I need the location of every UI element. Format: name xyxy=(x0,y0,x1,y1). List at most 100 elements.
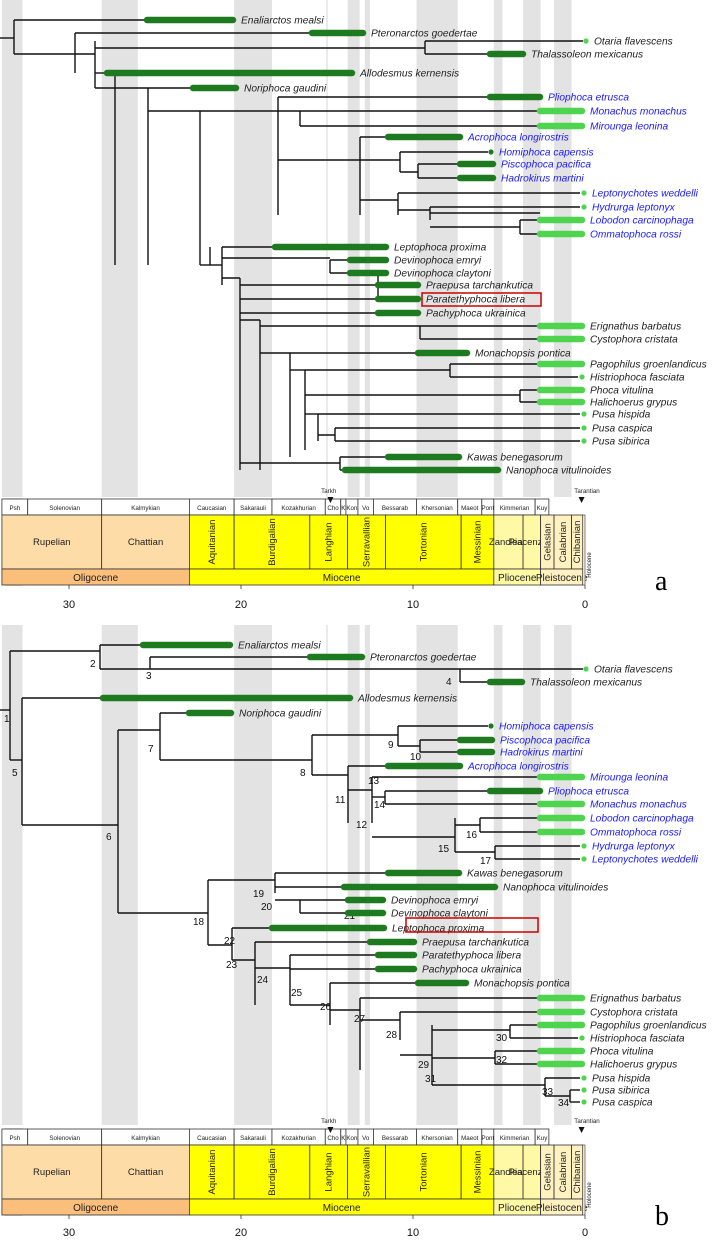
stage-cell xyxy=(385,514,462,570)
taxon-label: Leptophoca proxima xyxy=(394,243,487,254)
taxon-label: Mirounga leonina xyxy=(590,122,668,133)
taxon-label: Pliophoca etrusca xyxy=(548,93,629,104)
range-bar xyxy=(581,1075,587,1081)
taxon-label: Halichoerus grypus xyxy=(590,1060,677,1071)
taxon-label: Nanophoca vitulinoides xyxy=(503,883,608,894)
taxon-label: Otaria flavescens xyxy=(594,37,673,48)
node-number: 33 xyxy=(542,1087,554,1098)
taxon-label: Hadrokirus martini xyxy=(500,748,583,759)
taxon-label: Monachus monachus xyxy=(590,800,687,811)
node-number: 10 xyxy=(410,752,422,763)
node-number: 21 xyxy=(344,911,356,922)
tarkh-label: Tarkh xyxy=(321,1118,337,1125)
holocene-label: Holocene xyxy=(587,552,593,578)
regional-stage-label: Sakarauli xyxy=(240,505,266,512)
node-number: 28 xyxy=(386,1030,398,1041)
stage-label: Rupelian xyxy=(33,537,71,548)
range-bar xyxy=(579,374,585,380)
tarkh-label: Tarkh xyxy=(321,488,337,495)
tree-panel-1 xyxy=(0,644,583,1103)
grid-band xyxy=(523,625,541,1125)
grid-band xyxy=(554,0,572,497)
taxon-label: Pagophilus groenlandicus xyxy=(590,1021,707,1032)
regional-stage-label: Solenovian xyxy=(49,505,80,512)
taxon-label: Erignathus barbatus xyxy=(590,994,681,1005)
node-number: 24 xyxy=(257,975,269,986)
node-number: 20 xyxy=(261,902,273,913)
node-number: 31 xyxy=(425,1074,437,1085)
taxon-label: Pteronarctos goedertae xyxy=(370,653,477,664)
taxon-label: Hydrurga leptonyx xyxy=(592,842,676,853)
stage-label: Serravallian xyxy=(362,517,373,567)
range-bar xyxy=(581,1087,587,1093)
taxon-label: Piscophoca pacifica xyxy=(500,736,590,747)
timescale-panel-1: E. P.StageEpochPshSolenovianKalmykianCau… xyxy=(1,1118,600,1239)
stage-cell xyxy=(309,1144,349,1200)
taxon-label: Pusa sibirica xyxy=(592,1086,650,1097)
holocene-cell xyxy=(582,514,586,586)
stage-cell xyxy=(188,514,235,570)
taxon-label: Phoca vitulina xyxy=(590,1047,654,1058)
epoch-label: Pleistocene xyxy=(536,573,588,584)
node-number: 29 xyxy=(418,1060,430,1071)
taxon-label: Allodesmus kernensis xyxy=(357,694,457,705)
highlight-box xyxy=(405,917,539,933)
taxon-label: Pusa caspica xyxy=(592,1098,653,1109)
stage-label: Calabrian xyxy=(558,522,569,563)
regional-stage-label: Kalmykian xyxy=(131,1135,160,1142)
grid-band xyxy=(364,625,370,1125)
regional-stage-label: Caucasian xyxy=(197,1135,227,1142)
taxon-label: Ommatophoca rossi xyxy=(590,230,682,241)
range-bar xyxy=(488,149,494,155)
taxon-label: Pusa sibirica xyxy=(592,437,650,448)
node-number-group: 1234567891011121314151617181920212223242… xyxy=(4,659,570,1109)
range-bar xyxy=(581,190,587,196)
axis-tick-label: 20 xyxy=(235,1227,247,1239)
taxon-label: Lobodon carcinophaga xyxy=(590,814,694,825)
stage-label: Langhian xyxy=(324,1152,335,1191)
taxon-label: Hadrokirus martini xyxy=(501,174,584,185)
node-number: 12 xyxy=(356,820,368,831)
taxon-label: Kawas benegasorum xyxy=(467,453,563,464)
regional-stage-label: Cho xyxy=(327,505,339,512)
axis-tick-label: 0 xyxy=(582,1227,588,1239)
stage-label: Chibanian xyxy=(572,521,583,564)
regional-stage-label: Sakarauli xyxy=(240,1135,266,1142)
range-bar xyxy=(581,856,587,862)
regional-stage-label: Kuy xyxy=(537,505,549,512)
node-number: 27 xyxy=(354,1014,366,1025)
tarantian-marker xyxy=(578,1127,585,1133)
taxon-label: Mirounga leonina xyxy=(590,773,668,784)
stage-cell xyxy=(233,1144,311,1200)
grid-band xyxy=(493,0,503,497)
stage-label: Chibanian xyxy=(572,1151,583,1194)
node-number: 7 xyxy=(148,744,154,755)
grid-band xyxy=(493,625,503,1125)
epoch-label: Miocene xyxy=(323,1203,361,1214)
stage-cell xyxy=(188,1144,235,1200)
timescale-panel-0: E. P.StageEpochPshSolenovianKalmykianCau… xyxy=(1,488,600,611)
taxon-label: Cystophora cristata xyxy=(590,335,678,346)
node-number: 9 xyxy=(388,740,394,751)
stage-label: Burdigalian xyxy=(267,1148,278,1196)
taxon-label: Allodesmus kernensis xyxy=(359,69,459,80)
taxon-label: Enaliarctos mealsi xyxy=(238,641,321,652)
stage-cell xyxy=(1,514,103,570)
node-number: 26 xyxy=(320,1002,332,1013)
stage-cell xyxy=(101,514,190,570)
taxon-label: Otaria flavescens xyxy=(594,665,673,676)
node-number: 30 xyxy=(496,1033,508,1044)
axis-tick-label: 20 xyxy=(235,599,247,611)
taxon-label: Homiphoca capensis xyxy=(499,722,594,733)
taxon-label: Noriphoca gaudini xyxy=(239,709,322,720)
taxon-label: Pusa caspica xyxy=(592,424,653,435)
epoch-label: Pliocene xyxy=(498,573,537,584)
taxon-label: Praepusa tarchankutica xyxy=(422,938,529,949)
range-bar xyxy=(583,38,589,44)
node-number: 8 xyxy=(300,768,306,779)
regional-stage-label: Caucasian xyxy=(197,505,227,512)
tarkh-marker xyxy=(327,497,334,503)
grid-band xyxy=(1,0,23,497)
node-number: 15 xyxy=(438,844,450,855)
